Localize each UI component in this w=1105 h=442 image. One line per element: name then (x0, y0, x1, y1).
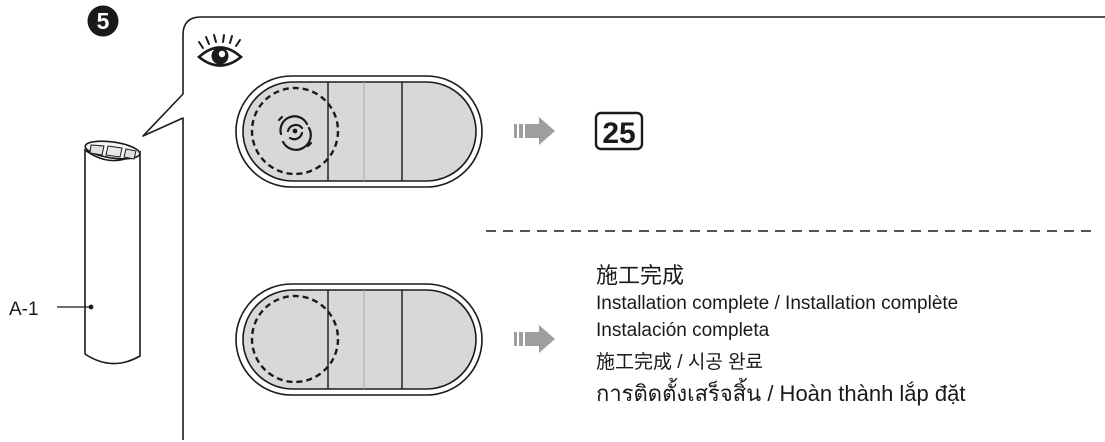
arrow-right-icon (514, 117, 555, 145)
step-number: 5 (97, 8, 110, 34)
part-label: A-1 (9, 299, 39, 320)
completion-text-chinese: 施工完成 (596, 263, 685, 288)
completion-text-thai-vietnamese: การติดตั้งเสร็จสิ้น / Hoàn thành lắp đặt (596, 381, 966, 406)
completion-text-spanish: Instalación completa (596, 320, 770, 341)
completion-text-chinese-korean: 施工完成 / 시공 완료 (596, 352, 764, 373)
completion-text-english-french: Installation complete / Installation com… (596, 293, 959, 314)
callout-frame (142, 16, 1105, 440)
step-reference-box: 25 (594, 111, 644, 151)
step-badge: 5 (87, 5, 119, 37)
unit-a1 (84, 140, 141, 365)
part-label-leader (57, 304, 94, 310)
eye-icon (197, 34, 243, 67)
arrow-right-icon (514, 325, 555, 353)
step-reference-number: 25 (602, 117, 635, 150)
swirl-icon (277, 115, 313, 151)
control-panel-lit (235, 75, 483, 188)
control-panel-off (235, 283, 483, 396)
